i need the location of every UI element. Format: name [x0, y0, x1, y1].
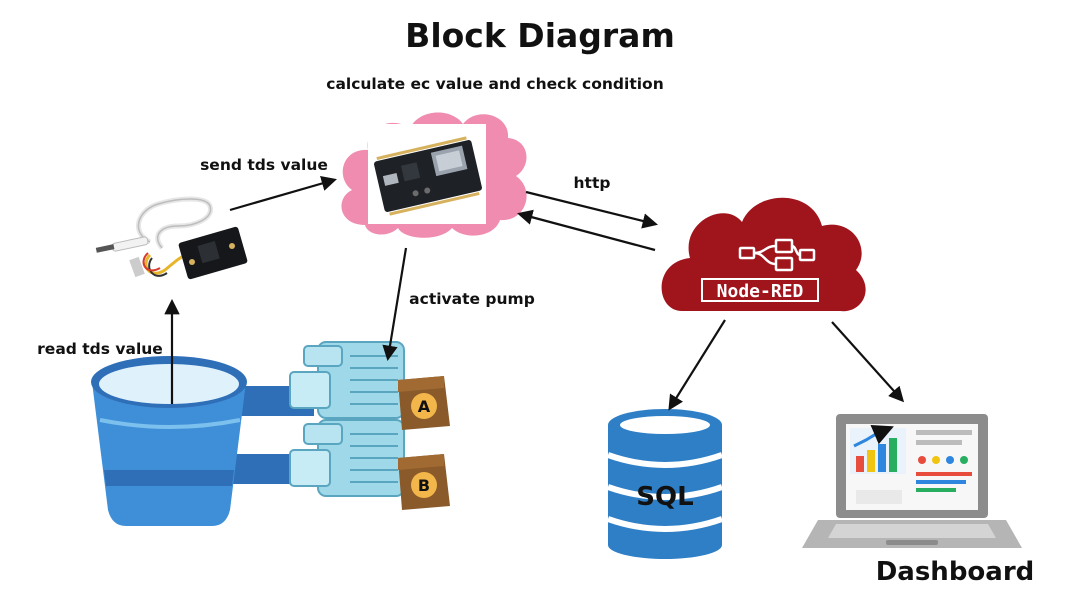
sql-database-icon: SQL	[607, 409, 723, 559]
tds-sensor-icon	[95, 196, 248, 280]
esp32-caption: calculate ec value and check condition	[326, 75, 664, 93]
bucket-pump-assembly: A B	[91, 341, 450, 526]
nutrient-bag-a-icon: A	[398, 376, 450, 430]
nodered-label-box	[701, 278, 819, 302]
activate-pump-label: activate pump	[409, 290, 535, 308]
water-bucket-icon	[91, 356, 247, 526]
connection-arrows	[164, 176, 905, 411]
pump-b-icon	[289, 419, 405, 497]
arrow-esp32-to-pump	[382, 247, 408, 362]
arrow-sensor-to-esp32	[229, 176, 337, 212]
arrow-nodered-to-dashboard	[831, 321, 905, 403]
nodered-label: Node-RED	[717, 281, 804, 302]
arrow-nodered-to-esp32	[517, 209, 656, 252]
nutrient-bag-b-icon: B	[398, 454, 450, 510]
laptop-dashboard-icon	[802, 414, 1022, 548]
nodered-flow-icon	[738, 238, 816, 272]
nutrient-a-label: A	[418, 397, 431, 416]
http-label: http	[574, 174, 611, 192]
sql-label: SQL	[636, 482, 693, 512]
arrow-nodered-to-sql	[668, 319, 726, 411]
esp32-board-cloud	[341, 112, 527, 238]
diagram-title: Block Diagram	[405, 16, 675, 55]
esp32-board-icon	[374, 136, 482, 216]
pump-a-icon	[289, 341, 405, 419]
nodered-cloud-shape	[661, 197, 866, 312]
arrow-esp32-to-nodered	[525, 190, 658, 229]
nodered-cloud: Node-RED	[661, 197, 866, 312]
nutrient-b-label: B	[418, 476, 430, 495]
send-tds-label: send tds value	[200, 156, 328, 174]
dashboard-label: Dashboard	[876, 557, 1035, 587]
read-tds-label: read tds value	[37, 340, 163, 358]
